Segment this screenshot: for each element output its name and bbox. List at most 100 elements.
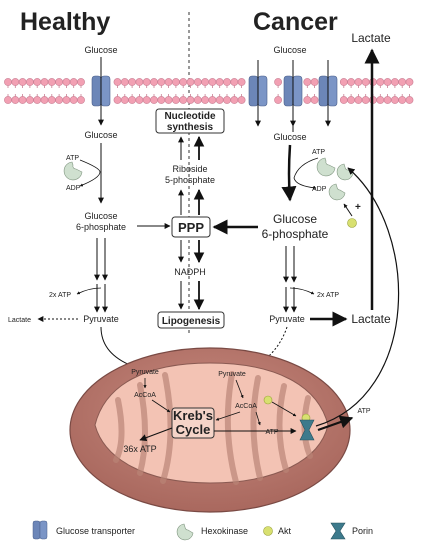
- phospholipid-head: [62, 96, 71, 104]
- glucose-transporter-icon: [32, 520, 41, 540]
- healthy-header: Healthy: [20, 8, 110, 36]
- legend-item-akt: Akt: [263, 526, 292, 536]
- phospholipid-head: [62, 78, 71, 86]
- phospholipid-head: [113, 96, 122, 104]
- healthy-g6p-line1: Glucose: [84, 211, 117, 221]
- phospholipid-head: [339, 96, 348, 104]
- healthy-glucose-outside: Glucose: [84, 45, 117, 55]
- phospholipid-head: [135, 78, 144, 86]
- cancer-adp: ADP: [312, 186, 327, 193]
- healthy-pyruvate: Pyruvate: [83, 314, 119, 324]
- phospholipid-head: [77, 78, 85, 86]
- mito-atp-inner: ATP: [265, 429, 278, 436]
- cancer-lactate-top: Lactate: [351, 31, 391, 45]
- legend-label-hexokinase: Hexokinase: [201, 526, 248, 536]
- phospholipid-head: [157, 78, 166, 86]
- phospholipid-head: [164, 96, 173, 104]
- phospholipid-head: [164, 78, 173, 86]
- phospholipid-head: [223, 78, 231, 86]
- ppp-label: PPP: [178, 220, 204, 235]
- hexokinase-icon: [176, 523, 194, 541]
- phospholipid-head: [354, 78, 363, 86]
- phospholipid-head: [237, 78, 246, 86]
- cancer-atp: ATP: [312, 149, 325, 156]
- cancer-two-atp: 2x ATP: [317, 292, 339, 299]
- phospholipid-head: [201, 78, 209, 86]
- phospholipid-head: [361, 96, 370, 104]
- phospholipid-head: [113, 78, 122, 86]
- phospholipid-head: [150, 78, 158, 86]
- cancer-glucose-outside: Glucose: [273, 45, 306, 55]
- cancer-g6p-line1: Glucose: [273, 212, 317, 226]
- phospholipid-head: [33, 96, 42, 104]
- phospholipid-head: [303, 78, 312, 86]
- phospholipid-head: [142, 96, 151, 104]
- hexokinase-icon: [63, 161, 83, 181]
- krebs-cycle-box: [171, 407, 215, 439]
- phospholipid-head: [383, 96, 392, 104]
- cancer-pyruvate: Pyruvate: [269, 314, 305, 324]
- phospholipid-head: [11, 78, 20, 86]
- phospholipid-head: [4, 96, 12, 104]
- phospholipid-head: [354, 96, 363, 104]
- phospholipid-head: [69, 96, 78, 104]
- cancer-lactate: Lactate: [351, 312, 391, 326]
- phospholipid-head: [128, 78, 136, 86]
- phospholipid-head: [390, 78, 399, 86]
- mito-acecoa-left: AcCoA: [134, 392, 156, 399]
- phospholipid-head: [186, 78, 195, 86]
- phospholipid-head: [376, 96, 385, 104]
- phospholipid-head: [4, 78, 12, 86]
- phospholipid-head: [310, 78, 319, 86]
- phospholipid-head: [179, 78, 188, 86]
- phospholipid-head: [208, 78, 217, 86]
- hexokinase-icon: [316, 157, 336, 177]
- legend-label-akt: Akt: [278, 526, 292, 536]
- phospholipid-head: [128, 96, 136, 104]
- phospholipid-head: [171, 78, 180, 86]
- phospholipid-head: [398, 78, 407, 86]
- hexokinase-icon: [336, 163, 354, 181]
- phospholipid-head: [47, 96, 56, 104]
- phospholipid-head: [120, 78, 129, 86]
- phospholipid-head: [77, 96, 85, 104]
- phospholipid-head: [193, 96, 202, 104]
- phospholipid-head: [157, 96, 166, 104]
- phospholipid-head: [390, 96, 399, 104]
- phospholipid-head: [55, 96, 63, 104]
- phospholipid-head: [55, 78, 63, 86]
- phospholipid-head: [142, 78, 151, 86]
- phospholipid-head: [347, 96, 355, 104]
- phospholipid-head: [25, 96, 34, 104]
- phospholipid-head: [69, 78, 78, 86]
- legend-item-glucose-transporter: Glucose transporter: [32, 520, 135, 540]
- phospholipid-head: [120, 96, 129, 104]
- mito-pyruvate-right: Pyruvate: [218, 371, 246, 378]
- healthy-lactate: Lactate: [8, 317, 31, 324]
- transporter-cancer-2: [283, 75, 303, 107]
- phospholipid-head: [40, 96, 49, 104]
- mito-atp-out: ATP: [357, 408, 370, 415]
- phospholipid-head: [230, 78, 239, 86]
- phospholipid-head: [274, 96, 282, 104]
- healthy-glucose-inside: Glucose: [84, 130, 117, 140]
- legend-label-transporter: Glucose transporter: [56, 526, 135, 536]
- phospholipid-head: [303, 96, 312, 104]
- lipogenesis-box: [157, 311, 225, 329]
- nucleotide-synthesis-box: [155, 108, 225, 134]
- akt-icon: [263, 526, 273, 536]
- legend-label-porin: Porin: [352, 526, 373, 536]
- phospholipid-head: [405, 96, 414, 104]
- cancer-g6p-line2: 6-phosphate: [262, 227, 329, 241]
- healthy-g6p-line2: 6-phosphate: [76, 222, 126, 232]
- phospholipid-head: [215, 78, 224, 86]
- riboside-line2: 5-phosphate: [165, 175, 215, 185]
- phospholipid-head: [310, 96, 319, 104]
- transporter-cancer-3: [318, 75, 338, 107]
- porin-icon: [299, 419, 315, 441]
- phospholipid-head: [135, 96, 144, 104]
- phospholipid-head: [150, 96, 158, 104]
- cell-membrane: [4, 78, 414, 104]
- mito-acecoa-right: AcCoA: [235, 403, 257, 410]
